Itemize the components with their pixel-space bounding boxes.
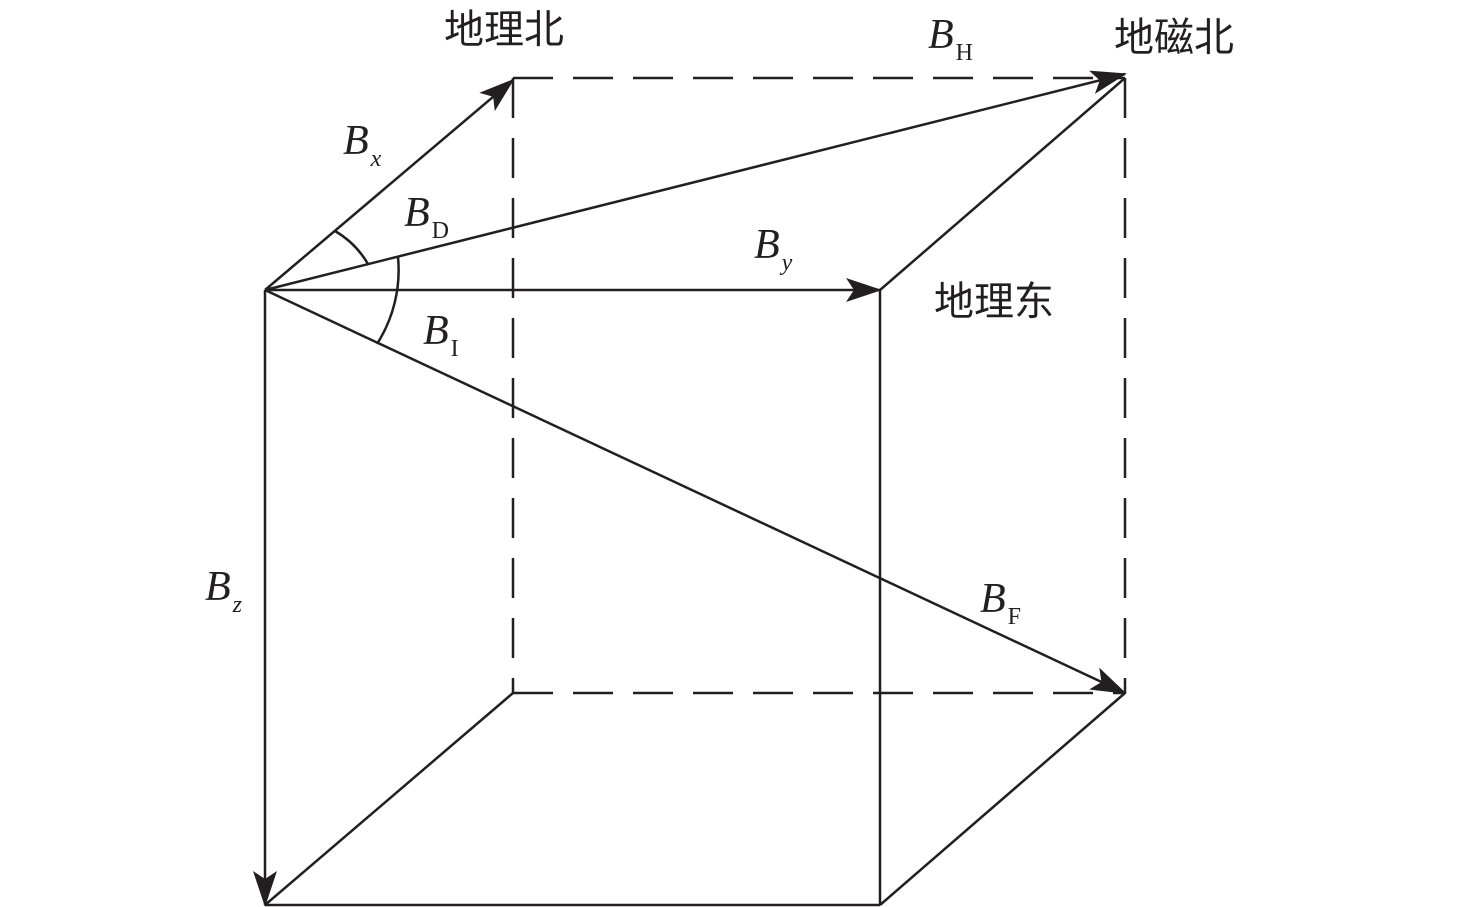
geo-east-label: 地理东	[934, 279, 1054, 324]
bx-vector	[264, 78, 515, 291]
bf-label: BF	[980, 576, 1022, 630]
bx-label: Bx	[343, 118, 382, 172]
back-face-dashed	[511, 76, 1127, 695]
bh-label: BH	[928, 12, 973, 66]
by-label: By	[754, 222, 793, 276]
bi-label: BI	[423, 308, 459, 362]
bottom-right-connector	[879, 692, 1126, 906]
bf-vector	[264, 288, 1127, 695]
bh-vector	[264, 70, 1127, 292]
mag-north-label: 地磁北	[1114, 15, 1234, 60]
inclination-arc	[375, 256, 400, 345]
declination-arc	[334, 229, 370, 265]
bz-label: Bz	[205, 564, 242, 618]
geo-north-label: 地理北	[444, 7, 564, 52]
top-right-connector	[879, 77, 1126, 291]
bd-label: BD	[404, 190, 449, 244]
bottom-left-connector	[264, 692, 514, 906]
